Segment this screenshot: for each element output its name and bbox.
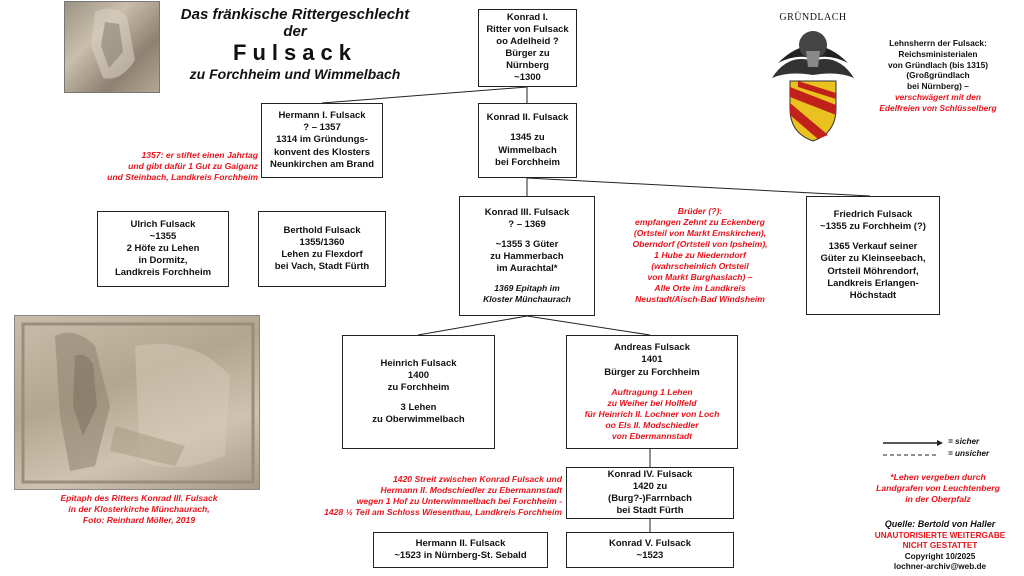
lehen-footnote: *Lehen vergeben durch Landgrafen von Leu… [876,472,1000,504]
copyright: Copyright 10/2025 [904,551,976,561]
node-friedrich: Friedrich Fulsack ~1355 zu Forchheim (?)… [806,196,940,315]
epitaph-detail-photo [64,1,160,93]
node-konrad-1: Konrad I. Ritter von Fulsack oo Adelheid… [478,9,577,87]
connector-konrad2-friedrich [526,177,871,197]
node-konrad-3: Konrad III. Fulsack ? – 1369 ~1355 3 Güt… [459,196,595,316]
node-berthold: Berthold Fulsack 1355/1360 Lehen zu Flex… [258,211,386,287]
node-hermann-2: Hermann II. Fulsack ~1523 in Nürnberg-St… [373,532,548,568]
connector-konrad1-hermann1 [321,86,528,104]
epitaph-caption: Epitaph des Ritters Konrad III. Fulsack … [60,493,218,525]
node-hermann-1: Hermann I. Fulsack ? – 1357 1314 im Grün… [261,103,383,178]
connector-konrad3-andreas [526,315,651,336]
gruendlach-crest-icon [772,31,854,142]
stone-relief-icon [91,8,135,79]
node-konrad-2: Konrad II. Fulsack 1345 zu Wimmelbach be… [478,103,577,178]
jahrtag-note: 1357: er stiftet einen Jahrtag und gibt … [107,150,258,182]
coat-of-arms-label: GRÜNDLACH [779,12,847,23]
chart-title: Das fränkische Rittergeschlecht der Fuls… [180,6,410,82]
legend-unsicher: = unsicher [948,449,990,458]
knight-relief-icon [21,322,255,484]
source-block: Quelle: Bertold von Haller UNAUTORISIERT… [860,519,1020,573]
coat-of-arms: GRÜNDLACH [768,12,858,147]
legend-arrow-icon [937,440,943,446]
node-konrad-5: Konrad V. Fulsack ~1523 [566,532,734,568]
node-heinrich: Heinrich Fulsack 1400 zu Forchheim 3 Leh… [342,335,495,449]
legend-sicher: = sicher [948,437,980,446]
quelle: Quelle: Bertold von Haller [884,519,996,529]
node-andreas: Andreas Fulsack 1401 Bürger zu Forchheim… [566,335,738,449]
node-konrad-4: Konrad IV. Fulsack 1420 zu (Burg?-)Farrn… [566,467,734,519]
lehnsherrn-note: Lehnsherrn der Fulsack: Reichsministeria… [879,38,997,113]
brueder-note: Brüder (?): empfangen Zehnt zu Eckenberg… [632,206,768,304]
streit-note: 1420 Streit zwischen Konrad Fulsack und … [324,474,562,517]
connector-konrad3-heinrich [417,315,528,336]
epitaph-photo [14,315,260,490]
node-ulrich: Ulrich Fulsack ~1355 2 Höfe zu Lehen in … [97,211,229,287]
email: lochner-archiv@web.de [893,562,987,572]
